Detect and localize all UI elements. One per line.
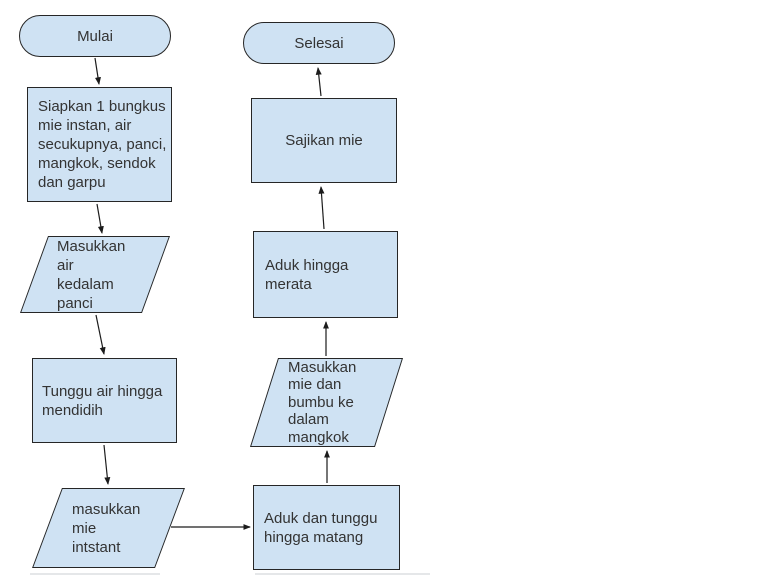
node-boil-process: Tunggu air hingga mendidih — [32, 358, 177, 443]
node-end-label: Selesai — [294, 34, 344, 52]
node-start-label: Mulai — [77, 27, 113, 45]
edge-boil-noodles — [103, 444, 111, 485]
node-stir-wait-process: Aduk dan tunggu hingga matang — [253, 485, 400, 570]
node-prepare-label: Siapkan 1 bungkus mie instan, air secuku… — [38, 98, 167, 191]
node-add-water-label: Masukkan air kedalam panci — [57, 237, 126, 312]
node-add-noodles-label: masukkan mie intstant — [72, 500, 141, 556]
node-add-noodles-parallelogram: masukkan mie intstant — [32, 488, 185, 568]
edge-addwater-boil — [95, 314, 106, 355]
edge-start-prepare — [94, 57, 101, 85]
node-to-bowl-label: Masukkan mie dan bumbu ke dalam mangkok — [288, 358, 357, 446]
node-stir-wait-label: Aduk dan tunggu hingga matang — [264, 509, 378, 546]
edge-serve-end — [315, 67, 322, 97]
edge-stireven-serve — [318, 186, 325, 230]
node-serve-process: Sajikan mie — [251, 98, 397, 183]
node-to-bowl-parallelogram: Masukkan mie dan bumbu ke dalam mangkok — [250, 358, 403, 447]
node-serve-label: Sajikan mie — [285, 132, 363, 149]
node-add-water-parallelogram: Masukkan air kedalam panci — [20, 236, 170, 313]
node-end-terminator: Selesai — [243, 22, 395, 64]
node-stir-even-label: Aduk hingga merata — [265, 256, 349, 293]
node-prepare-process: Siapkan 1 bungkus mie instan, air secuku… — [27, 87, 172, 202]
node-boil-label: Tunggu air hingga mendidih — [42, 382, 163, 419]
node-start-terminator: Mulai — [19, 15, 171, 57]
node-stir-even-process: Aduk hingga merata — [253, 231, 398, 318]
edge-prepare-addwater — [96, 203, 104, 234]
